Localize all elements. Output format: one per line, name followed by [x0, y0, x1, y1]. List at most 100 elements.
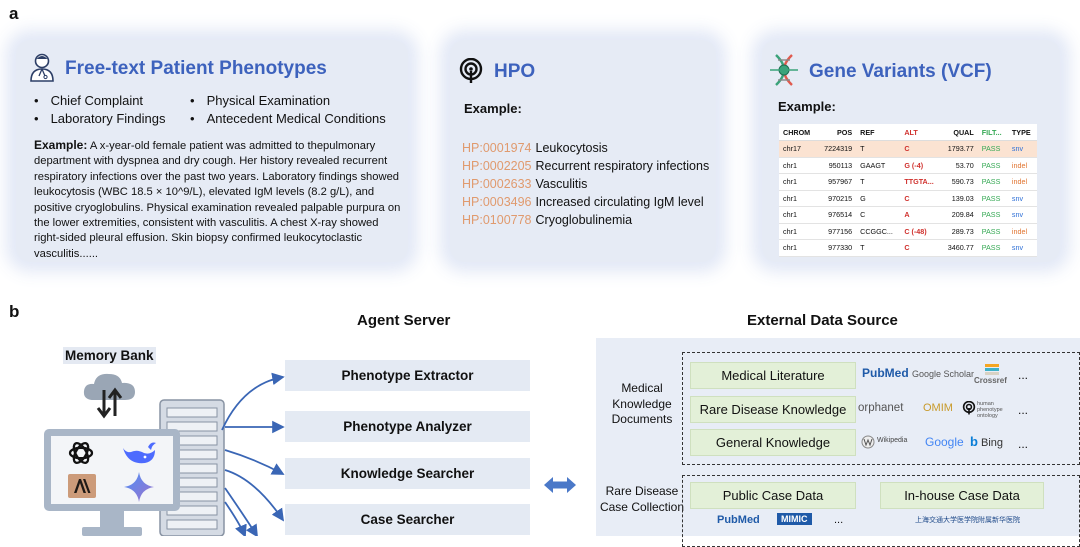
vcf-title: Gene Variants (VCF) [809, 61, 992, 82]
vcf-cell: C [856, 206, 901, 224]
omim-logo: OMIM [923, 402, 953, 414]
wikipedia-globe-icon [861, 435, 875, 454]
monitor-icon [44, 429, 180, 541]
hpo-logo-text: human phenotype ontology [977, 401, 1003, 419]
medical-knowledge-label: Medical Knowledge Documents [611, 381, 673, 426]
pubmed-logo: PubMed [717, 514, 760, 526]
vcf-cell: PASS [977, 223, 1008, 240]
vcf-cell: T [856, 173, 901, 191]
vcf-cell: 977156 [817, 223, 857, 240]
hpo-id: HP:0002633 [462, 177, 532, 191]
inhouse-case-data-box: In-house Case Data [880, 482, 1044, 509]
vcf-col-header: QUAL [940, 124, 978, 141]
vcf-cell: PASS [977, 239, 1008, 257]
vcf-cell: chr1 [779, 206, 818, 224]
bullet-item: Chief Complaint [34, 93, 144, 108]
hpo-name: Vasculitis [535, 177, 588, 191]
orphanet-logo: orphanet [858, 402, 904, 414]
vcf-cell: 53.70 [940, 157, 978, 174]
double-arrow-icon [544, 477, 576, 493]
crossref-mark-icon [985, 363, 999, 381]
phenotype-extractor-module: Phenotype Extractor [285, 360, 530, 391]
vcf-cell: 950113 [817, 157, 857, 174]
vcf-col-header: REF [856, 124, 901, 141]
hpo-name: Leukocytosis [535, 141, 608, 155]
phenotypes-title: Free-text Patient Phenotypes [65, 58, 327, 79]
wikipedia-logo: Wikipedia [877, 437, 908, 444]
more-logos: ... [1018, 437, 1029, 451]
bullet-item: Physical Examination [190, 93, 331, 108]
vcf-cell: 289.73 [940, 223, 978, 240]
vcf-cell: chr1 [779, 173, 818, 191]
bullet-item: Laboratory Findings [34, 111, 166, 126]
vcf-cell: PASS [977, 173, 1008, 191]
vcf-example-label: Example: [778, 99, 836, 114]
vcf-cell: indel [1007, 173, 1037, 191]
case-collection-label: Rare Disease Case Collection [599, 484, 685, 514]
knowledge-searcher-module: Knowledge Searcher [285, 458, 530, 489]
phenotype-example: Example: A x-year-old female patient was… [34, 138, 404, 262]
cloud-sync-icon [80, 368, 140, 425]
vcf-cell: PASS [977, 157, 1008, 174]
bing-logo: Bing [981, 437, 1004, 449]
hpo-small-icon [962, 400, 976, 420]
vcf-cell: indel [1007, 223, 1037, 240]
xinhua-hospital-logo: 上海交通大学医学院附属新华医院 [915, 517, 1020, 524]
vcf-cell: G [856, 190, 901, 207]
vcf-cell: C [900, 140, 941, 158]
vcf-cell: chr1 [779, 190, 818, 207]
vcf-cell: 970215 [817, 190, 857, 207]
example-text: A x-year-old female patient was admitted… [34, 140, 401, 260]
crossref-logo: Crossref [974, 376, 1007, 385]
google-scholar-logo: Google Scholar [912, 369, 975, 379]
vcf-cell: C [900, 190, 941, 207]
hpo-title: HPO [494, 61, 536, 82]
more-logos: ... [1018, 403, 1029, 417]
vcf-cell: A [900, 206, 941, 224]
vcf-col-header: TYPE [1007, 124, 1037, 141]
hpo-name: Recurrent respiratory infections [535, 159, 710, 173]
hpo-id: HP:0003496 [462, 195, 532, 209]
vcf-cell: snv [1007, 239, 1037, 257]
vcf-col-header: POS [817, 124, 857, 141]
general-knowledge-box: General Knowledge [690, 429, 856, 456]
rare-disease-knowledge-box: Rare Disease Knowledge [690, 396, 856, 423]
google-logo: Google [925, 435, 964, 449]
vcf-cell: 957967 [817, 173, 857, 191]
pubmed-logo: PubMed [862, 366, 909, 380]
vcf-cell: PASS [977, 190, 1008, 207]
dna-icon [767, 53, 801, 92]
hpo-name: Cryoglobulinemia [535, 213, 633, 227]
bing-b-icon: b [970, 434, 978, 449]
vcf-cell: 139.03 [940, 190, 978, 207]
hpo-card [450, 40, 716, 262]
agent-server-title: Agent Server [357, 312, 451, 329]
phenotypes-card [16, 40, 408, 262]
vcf-cell: CCGGC... [856, 223, 901, 240]
vcf-cell: 590.73 [940, 173, 978, 191]
vcf-cell: 7224319 [817, 140, 857, 158]
mimic-logo: MIMIC [777, 513, 812, 525]
gemini-sparkle-icon [123, 471, 155, 508]
vcf-cell: T [856, 140, 901, 158]
vcf-cell: 209.84 [940, 206, 978, 224]
medical-literature-box: Medical Literature [690, 362, 856, 389]
vcf-cell: snv [1007, 206, 1037, 224]
bullet-item: Antecedent Medical Conditions [190, 111, 386, 126]
vcf-cell: 977330 [817, 239, 857, 257]
deepseek-whale-icon [120, 438, 158, 473]
vcf-cell: snv [1007, 190, 1037, 207]
vcf-col-header: CHROM [779, 124, 818, 141]
vcf-cell: chr1 [779, 223, 818, 240]
server-arrows [221, 372, 285, 536]
vcf-cell: T [856, 239, 901, 257]
